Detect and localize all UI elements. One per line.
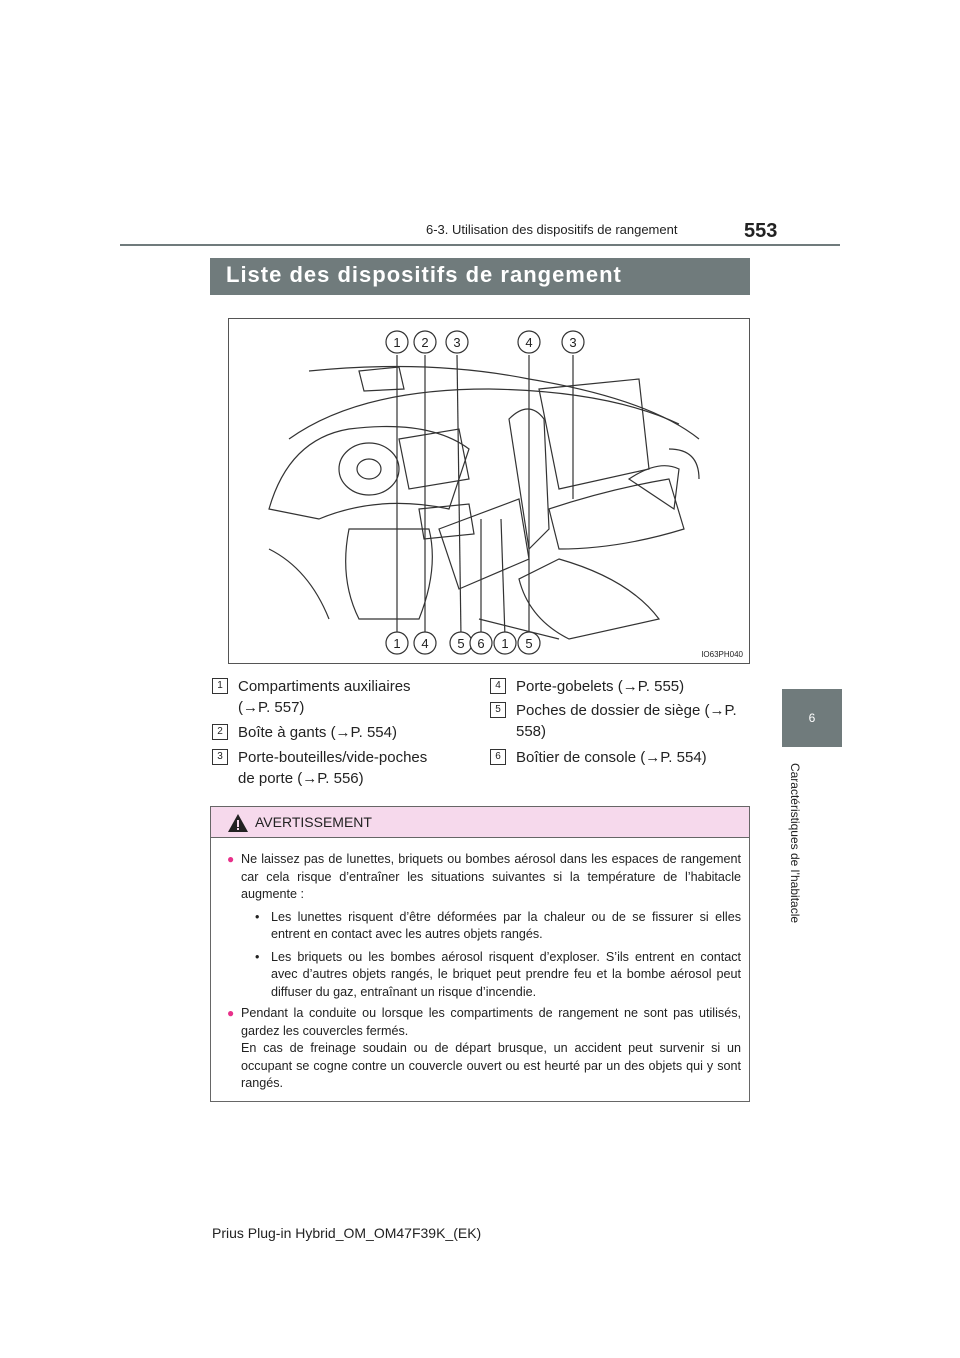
cabin-drawing: 1 2 3 4 3 1 4 5 6 1 5 IO63PH040 bbox=[268, 330, 744, 659]
legend-number: 4 bbox=[490, 678, 506, 694]
callout-bottom-6: 5 bbox=[525, 636, 532, 651]
legend-item-4: 4 Porte-gobelets (→P. 555) bbox=[490, 676, 740, 697]
chapter-title: Caractéristiques de l’habitacle bbox=[782, 755, 808, 930]
legend-number: 6 bbox=[490, 749, 506, 765]
warning-bullet: ● Pendant la conduite ou lorsque les com… bbox=[227, 1005, 741, 1093]
warning-text: Pendant la conduite ou lorsque les compa… bbox=[241, 1006, 741, 1038]
warning-text: Ne laissez pas de lunettes, briquets ou … bbox=[241, 852, 741, 901]
warning-sub-text: Les briquets ou les bombes aérosol risqu… bbox=[271, 949, 741, 999]
legend-item-5: 5 Poches de dossier de siège (→P. 558) bbox=[490, 700, 740, 742]
section-header: 6-3. Utilisation des dispositifs de rang… bbox=[426, 222, 678, 237]
legend-number: 3 bbox=[212, 749, 228, 765]
warning-bullet: ● Ne laissez pas de lunettes, briquets o… bbox=[227, 851, 741, 1001]
legend-item-1: 1 Compartiments auxiliaires (→P. 557) bbox=[212, 676, 444, 718]
footer: Prius Plug-in Hybrid_OM_OM47F39K_(EK) bbox=[212, 1225, 482, 1241]
legend-number: 1 bbox=[212, 678, 228, 694]
page-number: 553 bbox=[744, 220, 778, 242]
warning-box: AVERTISSEMENT ● Ne laissez pas de lunett… bbox=[210, 806, 750, 1102]
callout-top-2: 2 bbox=[421, 335, 428, 350]
bullet-icon: ● bbox=[227, 1006, 235, 1020]
legend-item-3: 3 Porte-bouteilles/vide-poches de porte … bbox=[212, 747, 444, 789]
legend-text: Porte-gobelets (→P. 555) bbox=[516, 678, 685, 695]
warning-label: AVERTISSEMENT bbox=[255, 814, 372, 830]
callout-top-5: 3 bbox=[569, 335, 576, 350]
callout-top-4: 4 bbox=[525, 335, 532, 350]
legend-text: Poches de dossier de siège (→P. 558) bbox=[516, 702, 737, 740]
warning-icon bbox=[228, 814, 248, 832]
legend-text: Boîte à gants (→P. 554) bbox=[238, 724, 397, 741]
legend-number: 5 bbox=[490, 702, 506, 718]
page-title-bar: Liste des dispositifs de rangement bbox=[210, 258, 750, 295]
callout-bottom-5: 1 bbox=[501, 636, 508, 651]
warning-header: AVERTISSEMENT bbox=[211, 807, 749, 838]
figure-code: IO63PH040 bbox=[701, 650, 743, 659]
bullet-icon: ● bbox=[227, 852, 235, 866]
header-divider bbox=[120, 244, 840, 246]
callout-bottom-4: 6 bbox=[477, 636, 484, 651]
callout-bottom-2: 4 bbox=[421, 636, 428, 651]
chapter-number: 6 bbox=[808, 711, 816, 725]
callout-bottom-3: 5 bbox=[457, 636, 464, 651]
callout-top-3: 3 bbox=[453, 335, 460, 350]
page-title: Liste des dispositifs de rangement bbox=[226, 262, 622, 287]
warning-sub-item: •Les lunettes risquent d’être déformées … bbox=[255, 909, 741, 944]
callout-top-1: 1 bbox=[393, 335, 400, 350]
warning-text: En cas de freinage soudain ou de départ … bbox=[241, 1041, 741, 1090]
chapter-tab[interactable]: 6 bbox=[782, 689, 842, 747]
warning-sub-text: Les lunettes risquent d’être déformées p… bbox=[271, 909, 741, 942]
callout-bottom-1: 1 bbox=[393, 636, 400, 651]
cabin-illustration: 1 2 3 4 3 1 4 5 6 1 5 IO63PH040 bbox=[228, 318, 750, 664]
warning-body: ● Ne laissez pas de lunettes, briquets o… bbox=[227, 851, 741, 1097]
legend-item-6: 6 Boîtier de console (→P. 554) bbox=[490, 747, 740, 768]
legend-text: Boîtier de console (→P. 554) bbox=[516, 749, 707, 766]
legend-item-2: 2 Boîte à gants (→P. 554) bbox=[212, 722, 444, 743]
legend-text: Compartiments auxiliaires (→P. 557) bbox=[238, 678, 411, 716]
warning-sub-item: •Les briquets ou les bombes aérosol risq… bbox=[255, 949, 741, 1002]
legend-number: 2 bbox=[212, 724, 228, 740]
chapter-title-text: Caractéristiques de l’habitacle bbox=[788, 762, 802, 923]
legend-text: Porte-bouteilles/vide-poches de porte (→… bbox=[238, 749, 428, 787]
